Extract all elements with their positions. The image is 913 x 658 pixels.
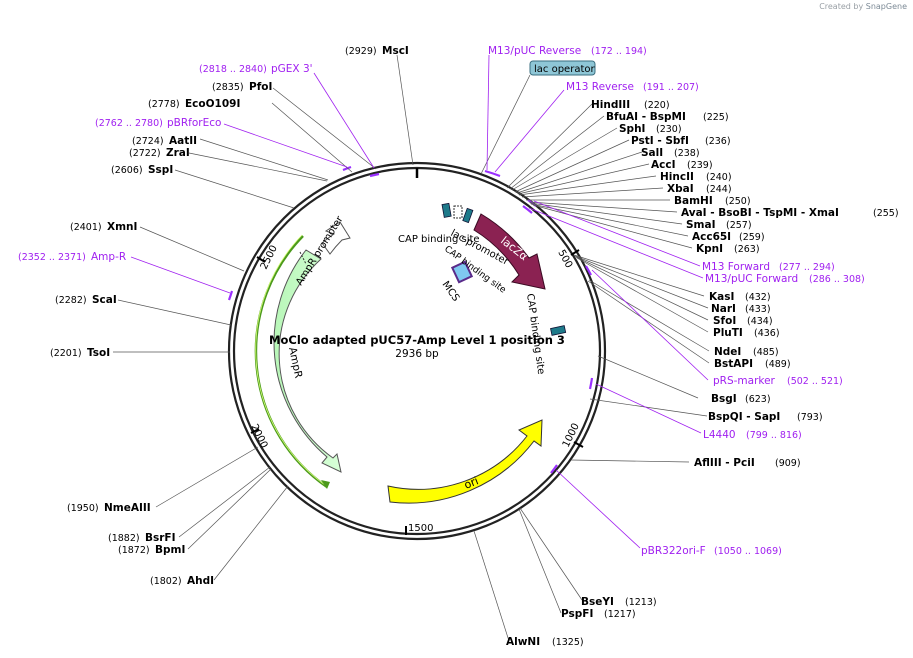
primer-pbr322ori-f: pBR322ori-F(1050 .. 1069)	[641, 545, 782, 557]
site-scaI: (2282)ScaI	[55, 294, 117, 306]
site-ahdI: (1802)AhdI	[150, 575, 214, 587]
primer-m13-reverse: M13 Reverse(191 .. 207)	[566, 81, 699, 93]
tick-500	[570, 249, 580, 256]
site-bstAPI: BstAPI(489)	[714, 358, 791, 370]
site-avaI-group: AvaI - BsoBI - TspMI - XmaI(255)	[681, 207, 899, 219]
ampr-promoter-feature: AmpR promoter	[294, 214, 351, 288]
site-aflIII-pciI: AflIII - PciI(909)	[694, 457, 801, 469]
tick-label-1500: 1500	[408, 523, 433, 534]
lac-operator-callout: lac operator	[480, 60, 596, 175]
site-pspFI: PspFI(1217)	[561, 608, 636, 620]
primer-pgex3: (2818 .. 2840)pGEX 3'	[199, 63, 313, 75]
ampr-label: AmpR	[286, 346, 304, 379]
lac-operator-label: lac operator	[534, 64, 595, 75]
site-bamHI: BamHI(250)	[674, 195, 751, 207]
primer-mark-ampr	[227, 290, 234, 301]
tick-label-2000: 2000	[248, 422, 269, 450]
site-kasI: KasI(432)	[709, 291, 771, 303]
primer-labels: M13/pUC Reverse(172 .. 194) M13 Reverse(…	[18, 45, 865, 557]
ori-label: ori	[462, 474, 480, 491]
primer-leader-lines	[130, 54, 709, 549]
site-labels: (2929)MscI (2835)PfoI (2778)EcoO109I (27…	[50, 45, 899, 648]
primer-mark-pgex	[369, 172, 380, 178]
primer-prs-marker: pRS-marker(502 .. 521)	[713, 375, 843, 387]
primer-mark-pbrforeco	[342, 165, 352, 172]
plasmid-name: MoClo adapted pUC57-Amp Level 1 position…	[269, 333, 565, 347]
site-acc65I: Acc65I(259)	[692, 231, 765, 243]
primer-pbrforeco: (2762 .. 2780)pBRforEco	[95, 117, 221, 129]
ampr-feature: AmpR	[254, 234, 342, 489]
site-zraI: (2722)ZraI	[129, 147, 190, 159]
site-sspI: (2606)SspI	[111, 164, 173, 176]
site-hincII: HincII(240)	[660, 171, 732, 183]
tick-label-2500: 2500	[259, 244, 280, 272]
lac-operator-box	[462, 207, 474, 224]
site-smaI: SmaI(257)	[686, 219, 752, 231]
site-bfuAI-bspMI: BfuAI - BspMI(225)	[606, 111, 729, 123]
site-xmnI: (2401)XmnI	[70, 221, 137, 233]
cap-binding-site-box-2	[550, 325, 567, 336]
snapgene-logo-text: SnapGene	[865, 2, 907, 11]
primer-mark-m13-puc-reverse	[484, 169, 501, 178]
site-bsrFI: (1882)BsrFI	[108, 532, 176, 544]
site-leader-lines	[113, 54, 710, 642]
ampr-promoter-label: AmpR promoter	[294, 214, 346, 288]
mcs-box	[450, 260, 474, 284]
site-sfoI: SfoI(434)	[713, 315, 773, 327]
primer-amp-r: (2352 .. 2371)Amp-R	[18, 251, 126, 263]
site-tsoI: (2201)TsoI	[50, 347, 110, 359]
site-accI: AccI(239)	[651, 159, 713, 171]
site-mscI: (2929)MscI	[345, 45, 409, 57]
plasmid-length: 2936 bp	[395, 348, 439, 360]
site-alwNI: AlwNI(1325)	[506, 636, 584, 648]
primer-mark-m13-puc-forward	[522, 205, 533, 214]
tick-2500	[256, 256, 266, 263]
site-nmeAIII: (1950)NmeAIII	[67, 502, 151, 514]
primer-mark-pbr322	[550, 464, 558, 474]
site-sphI: SphI(230)	[619, 123, 682, 135]
primer-m13-puc-reverse: M13/pUC Reverse(172 .. 194)	[488, 45, 647, 57]
site-salI: SalI(238)	[641, 147, 700, 159]
site-pstI-sbfI: PstI - SbfI(236)	[631, 135, 731, 147]
site-pfoI: (2835)PfoI	[212, 81, 272, 93]
site-pluTI: PluTI(436)	[713, 327, 780, 339]
tick-2000	[250, 428, 260, 434]
ori-feature: ori	[387, 419, 543, 504]
site-ndeI: NdeI(485)	[714, 346, 779, 358]
site-aatII: (2724)AatII	[132, 135, 197, 147]
tick-1000	[573, 441, 584, 448]
cap-binding-site-label-1: CAP binding site	[398, 234, 480, 245]
lac-promoter-box	[453, 205, 463, 219]
site-xbaI: XbaI(244)	[667, 183, 732, 195]
primer-m13-forward: M13 Forward(277 .. 294)	[702, 261, 835, 273]
site-narI: NarI(433)	[711, 303, 771, 315]
site-bspQI-sapI: BspQI - SapI(793)	[708, 411, 823, 423]
snapgene-credit: Created by SnapGene	[819, 2, 907, 11]
site-bseYI: BseYI(1213)	[581, 596, 657, 608]
site-bsgI: BsgI(623)	[711, 393, 771, 405]
cap-binding-site-box-1	[441, 202, 452, 218]
primer-l4440: L4440(799 .. 816)	[703, 429, 802, 441]
site-kpnI: KpnI(263)	[696, 243, 760, 255]
mcs-label: MCS	[440, 279, 462, 303]
site-bpmI: (1872)BpmI	[118, 544, 185, 556]
primer-mark-l4440	[588, 377, 594, 390]
site-ecoO109I: (2778)EcoO109I	[148, 98, 240, 110]
primer-mark-prs	[585, 265, 592, 276]
primer-m13-puc-forward: M13/pUC Forward(286 .. 308)	[705, 273, 865, 285]
site-hindIII: HindIII(220)	[591, 99, 670, 111]
